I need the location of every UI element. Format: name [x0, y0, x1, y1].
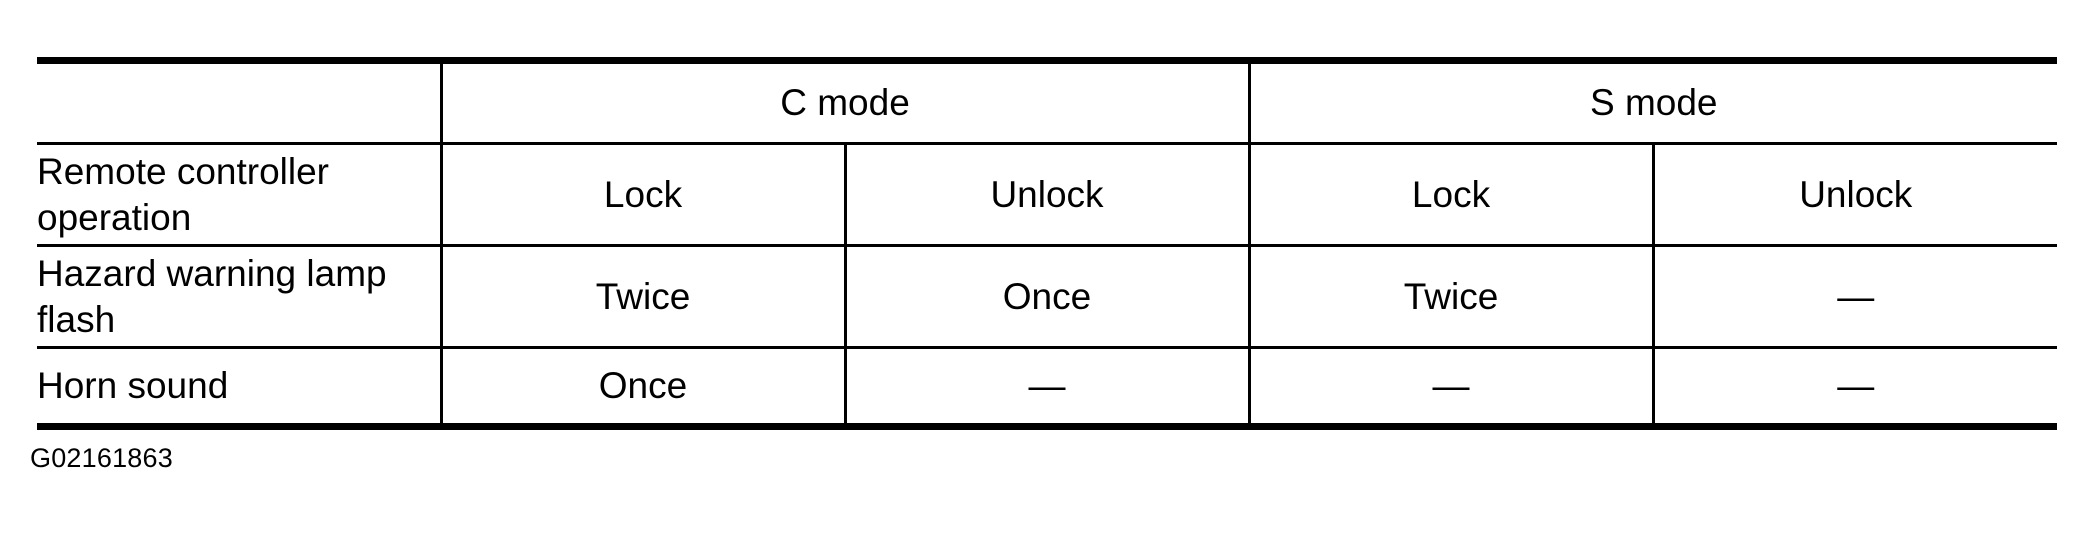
column-group-c-mode: C mode [441, 60, 1251, 145]
cell-c-mode-unlock-horn: — [845, 347, 1251, 427]
cell-s-mode-unlock-horn: — [1653, 347, 2058, 427]
row-header-hazard-warning-lamp-flash: Hazard warning lamp flash [37, 245, 443, 349]
row-header-line-1: Hazard warning lamp [37, 253, 387, 295]
table-row-hazard-warning-lamp-flash: Hazard warning lamp flash Twice Once Twi… [37, 245, 2058, 349]
table-row-mode-groups: C mode S mode [37, 60, 2058, 145]
cell-s-mode-unlock-hazard: — [1653, 245, 2058, 349]
column-group-s-mode: S mode [1249, 60, 2058, 145]
cell-c-mode-lock-horn: Once [441, 347, 847, 427]
row-header-horn-sound: Horn sound [37, 347, 443, 427]
row-header-line-2: flash [37, 298, 116, 340]
row-header-line-2: operation [37, 196, 192, 238]
row-header-line-1: Remote controller [37, 151, 330, 193]
row-header-remote-controller-operation: Remote controller operation [37, 143, 443, 247]
cell-s-mode-lock-horn: — [1249, 347, 1655, 427]
cell-c-mode-unlock-hazard: Once [845, 245, 1251, 349]
cell-c-mode-lock-operation: Lock [441, 143, 847, 247]
table-row-horn-sound: Horn sound Once — — — [37, 347, 2058, 427]
cell-c-mode-lock-hazard: Twice [441, 245, 847, 349]
row-header-line-1: Horn sound [37, 365, 229, 407]
cell-s-mode-lock-operation: Lock [1249, 143, 1655, 247]
table-row-remote-controller-operation: Remote controller operation Lock Unlock … [37, 143, 2058, 247]
remote-controller-operation-table: C mode S mode Remote controller operatio… [37, 57, 2058, 430]
cell-s-mode-lock-hazard: Twice [1249, 245, 1655, 349]
figure-caption: G02161863 [30, 443, 173, 473]
table-corner-blank [37, 60, 443, 145]
cell-c-mode-unlock-operation: Unlock [845, 143, 1251, 247]
cell-s-mode-unlock-operation: Unlock [1653, 143, 2058, 247]
